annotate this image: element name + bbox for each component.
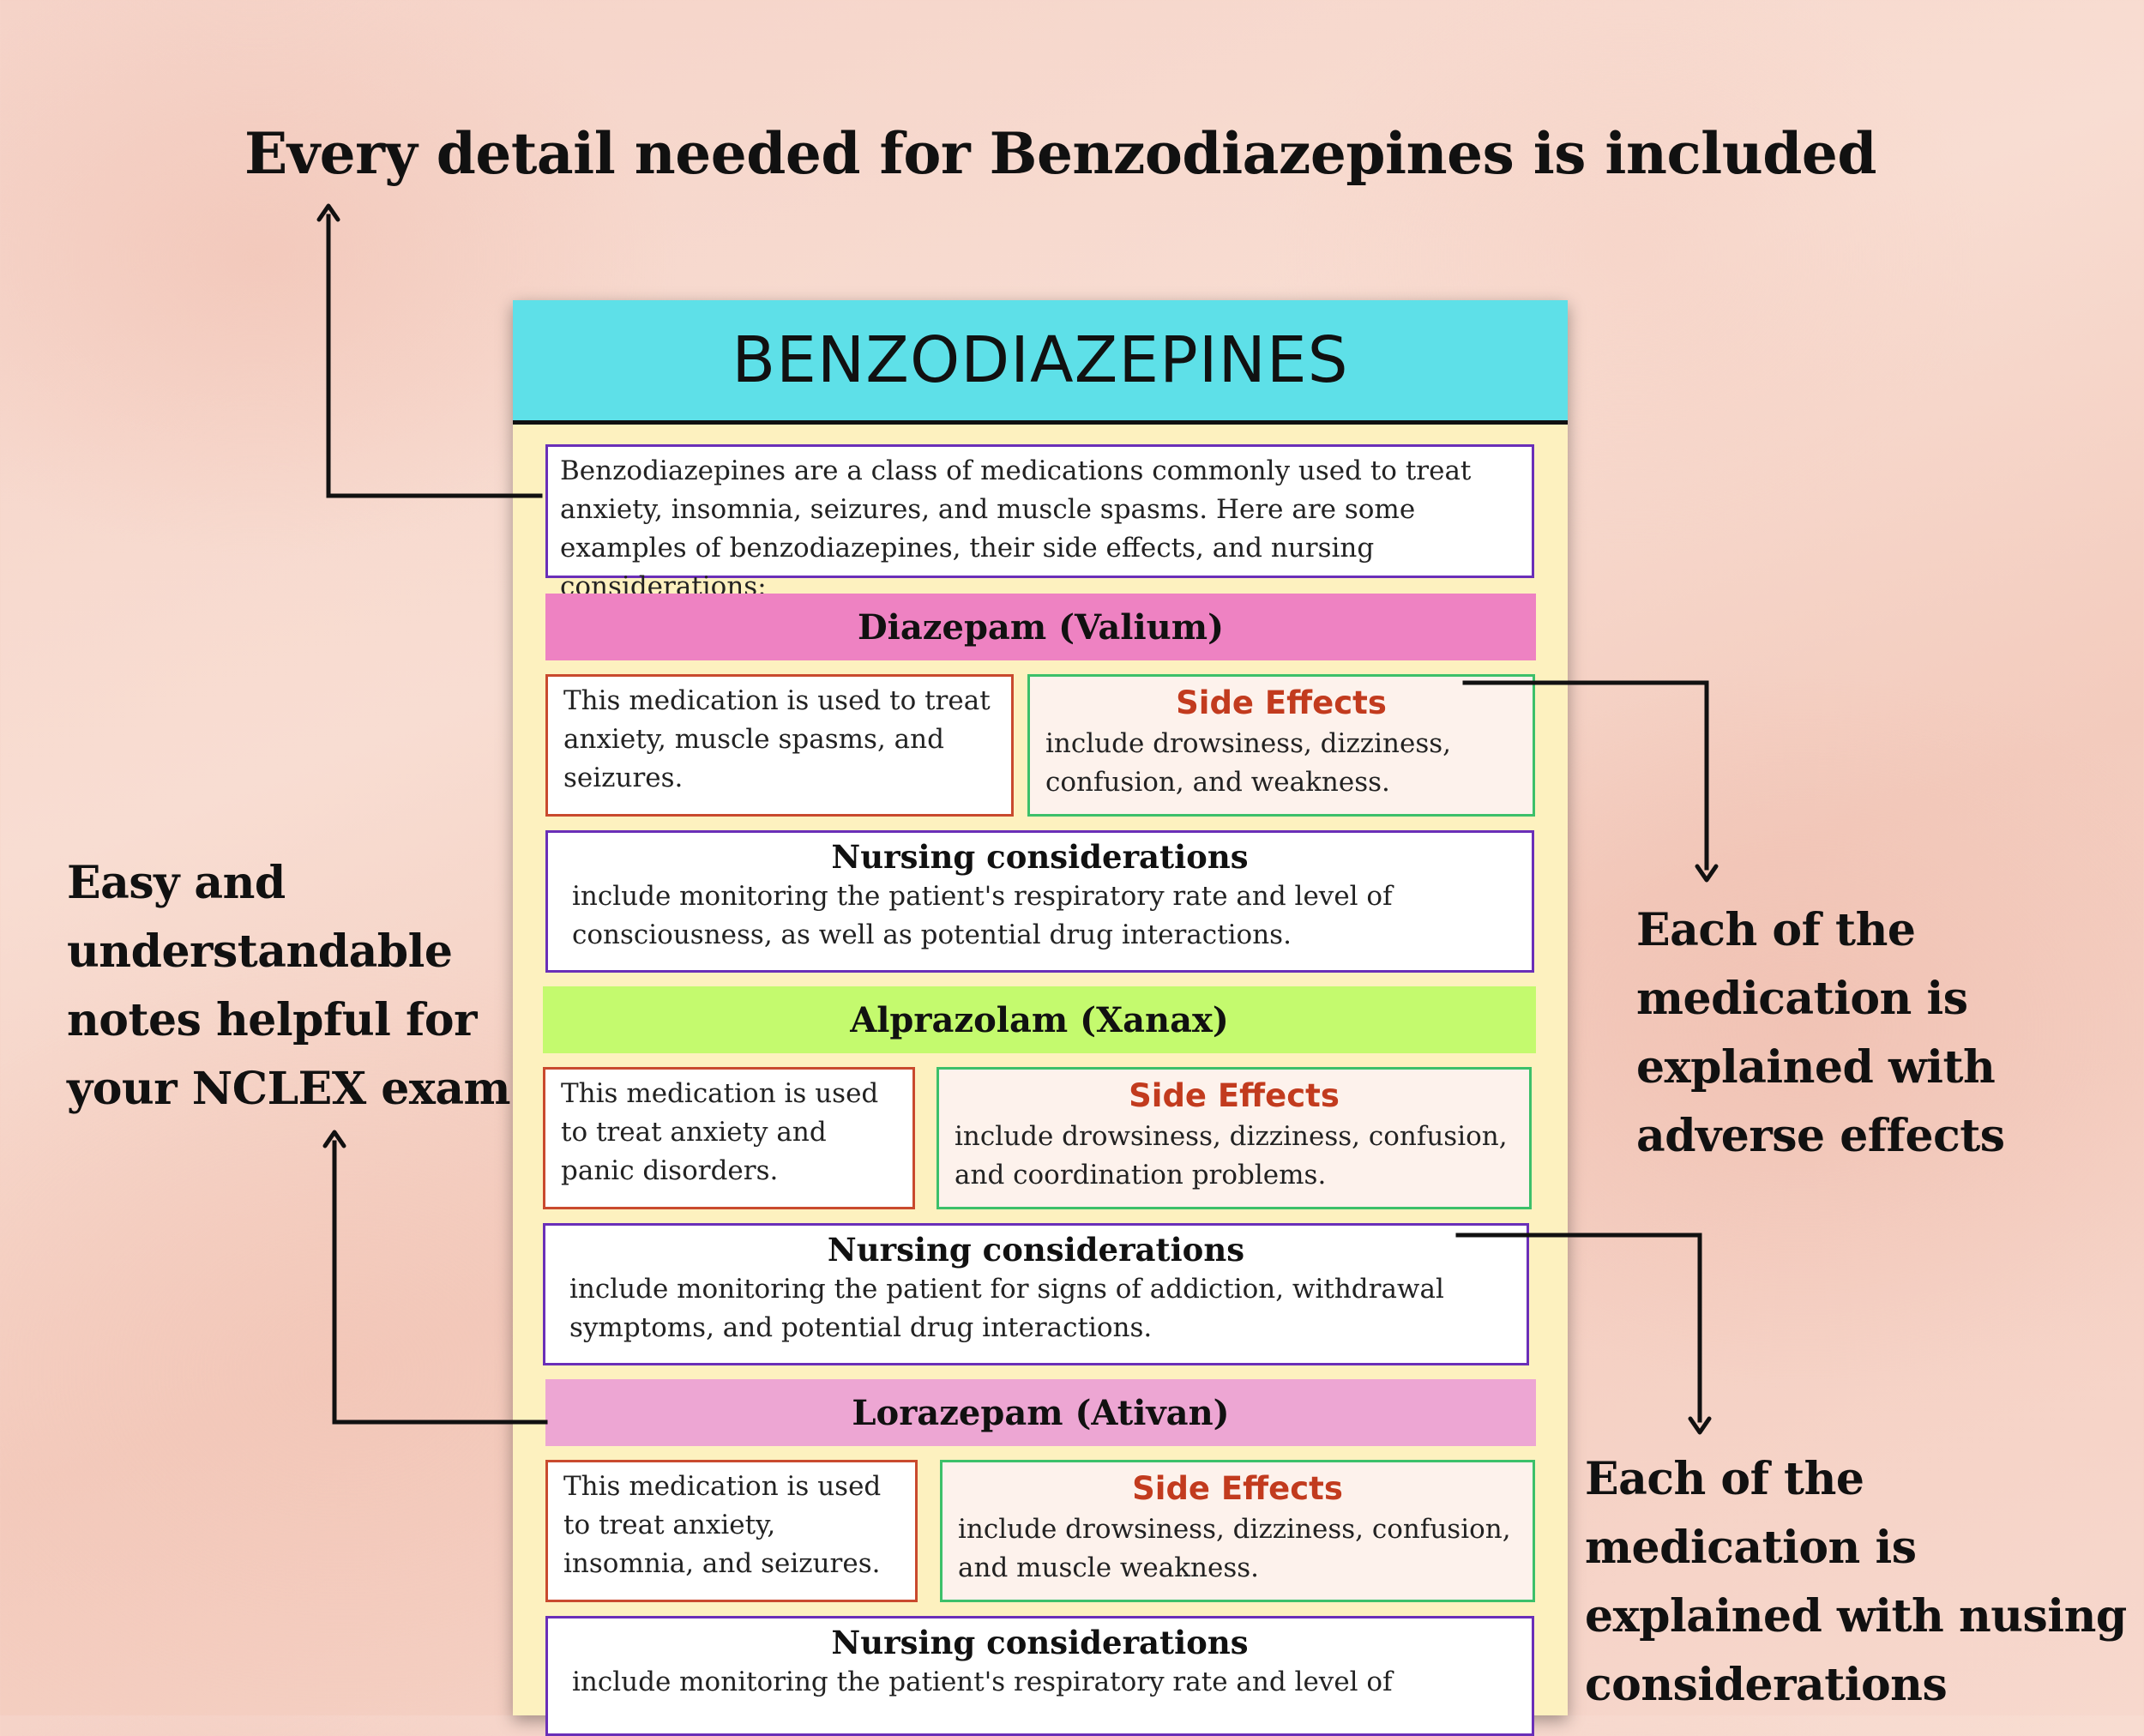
side-effects-heading: Side Effects (1129, 1077, 1340, 1114)
nursing-heading: Nursing considerations (827, 1231, 1245, 1269)
arrowhead-down (1688, 1416, 1712, 1435)
nursing-heading: Nursing considerations (831, 838, 1249, 876)
main-title: Every detail needed for Benzodiazepines … (244, 120, 1877, 187)
intro-box: Benzodiazepines are a class of medicatio… (545, 444, 1534, 602)
arrow-to-title (326, 214, 543, 498)
side-effects-text: include drowsiness, dizziness, confusion… (958, 1514, 1511, 1583)
medication-band-diazepam: Diazepam (Valium) (545, 594, 1536, 660)
medication-use-box: This medication is used to treat anxiety… (543, 1067, 915, 1209)
nursing-heading: Nursing considerations (831, 1624, 1249, 1661)
medication-band-alprazolam: Alprazolam (Xanax) (543, 986, 1536, 1053)
medication-name: Lorazepam (Ativan) (852, 1392, 1230, 1433)
nursing-text: include monitoring the patient's respira… (572, 1667, 1393, 1697)
nursing-box: Nursing considerations include monitorin… (545, 830, 1534, 973)
side-effects-text: include drowsiness, dizziness, confusion… (1045, 728, 1452, 798)
arrow-to-right-note-2 (1455, 1233, 1702, 1423)
nursing-text: include monitoring the patient for signs… (569, 1274, 1444, 1343)
benzodiazepines-poster: BENZODIAZEPINES Benzodiazepines are a cl… (513, 300, 1568, 1736)
medication-band-lorazepam: Lorazepam (Ativan) (545, 1379, 1536, 1446)
side-effects-box: Side Effects include drowsiness, dizzine… (1027, 674, 1535, 817)
medication-use-text: This medication is used to treat anxiety… (563, 685, 991, 793)
poster-title: BENZODIAZEPINES (732, 323, 1349, 397)
side-effects-box: Side Effects include drowsiness, dizzine… (940, 1460, 1535, 1602)
arrow-to-right-note-1 (1462, 680, 1709, 871)
note-right-adverse-effects: Each of the medication is explained with… (1636, 904, 2005, 1162)
side-effects-text: include drowsiness, dizziness, confusion… (955, 1121, 1508, 1190)
side-effects-heading: Side Effects (1132, 1470, 1343, 1507)
nursing-box: Nursing considerations include monitorin… (543, 1223, 1529, 1365)
medication-use-box: This medication is used to treat anxiety… (545, 674, 1014, 817)
note-right-nursing: Each of the medication is explained with… (1585, 1453, 2127, 1711)
side-effects-heading: Side Effects (1176, 684, 1387, 721)
intro-text: Benzodiazepines are a class of medicatio… (560, 455, 1472, 602)
poster-header: BENZODIAZEPINES (513, 300, 1568, 425)
medication-use-text: This medication is used to treat anxiety… (561, 1078, 879, 1186)
note-left: Easy and understandable notes helpful fo… (67, 857, 511, 1115)
medication-name: Diazepam (Valium) (857, 606, 1225, 648)
arrowhead-up (322, 1130, 346, 1148)
medication-use-box: This medication is used to treat anxiety… (545, 1460, 918, 1602)
medication-use-text: This medication is used to treat anxiety… (563, 1471, 882, 1579)
arrowhead-up (316, 203, 340, 222)
side-effects-box: Side Effects include drowsiness, dizzine… (936, 1067, 1532, 1209)
arrow-to-left-note (332, 1140, 548, 1425)
arrowhead-down (1695, 864, 1719, 883)
nursing-text: include monitoring the patient's respira… (572, 881, 1393, 950)
medication-name: Alprazolam (Xanax) (850, 999, 1229, 1040)
